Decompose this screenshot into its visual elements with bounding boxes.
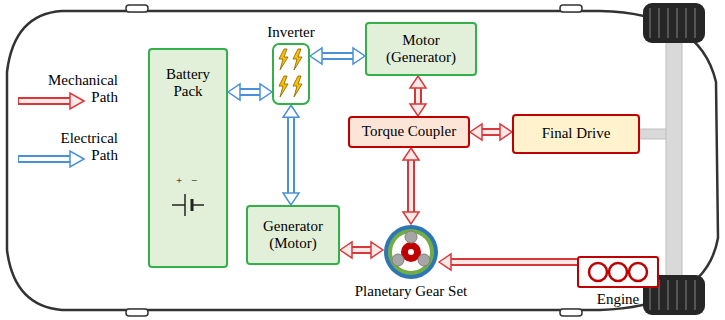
mechanical-path-sample — [18, 93, 84, 109]
torque-coupler-box: Torque Coupler — [348, 116, 470, 148]
arrow-head — [403, 148, 419, 160]
planetary-gear-set: Planetary Gear Set — [346, 224, 476, 300]
arrow-shaft-fill — [409, 154, 413, 218]
mirror — [126, 309, 148, 316]
switch-symbol — [274, 45, 308, 103]
mechanical-path-arrow — [340, 242, 383, 258]
mechanical-path-arrow — [439, 254, 577, 270]
tread-line — [694, 280, 696, 310]
inverter-block-shape — [272, 43, 310, 105]
arrow-head — [283, 105, 299, 117]
arrow-head — [371, 242, 383, 258]
inverter-block: Inverter — [256, 24, 326, 105]
polarity-sign: + — [176, 175, 182, 186]
node-label: Planetary Gear Set — [355, 283, 467, 300]
arrow-head — [410, 104, 426, 116]
polarity-sign: − — [191, 175, 197, 186]
planetary-gear-set-shape — [383, 224, 439, 280]
car-body — [7, 11, 718, 310]
tread-line — [667, 8, 669, 38]
engine-block-shape — [577, 256, 659, 288]
engine-block: Engine — [575, 256, 661, 308]
arrow-head — [260, 84, 272, 100]
electrical-path-arrow — [228, 84, 272, 100]
tread-line — [694, 8, 696, 38]
arrow-shaft — [407, 154, 415, 218]
legend-label: Electrical Path — [46, 130, 118, 165]
tread-line — [649, 8, 651, 38]
node-label: Generator (Motor) — [254, 218, 332, 253]
electrical-path-arrow — [310, 48, 365, 64]
node-label: Motor (Generator) — [379, 32, 463, 67]
electrical-path-sample — [18, 151, 84, 167]
generator-box: Generator (Motor) — [246, 205, 340, 265]
arrow-shaft — [287, 111, 295, 199]
tread-line — [676, 8, 678, 38]
final-drive-box: Final Drive — [512, 114, 640, 154]
arrow-head — [283, 193, 299, 205]
tread-line — [685, 280, 687, 310]
mirror — [560, 309, 582, 316]
cylinder-symbol — [579, 258, 657, 286]
node-label: Battery Pack — [156, 66, 220, 101]
arrow-head — [340, 242, 352, 258]
arrow-shaft-fill — [289, 111, 293, 199]
wheel — [643, 3, 705, 43]
mechanical-path-arrow — [470, 124, 512, 140]
arrow-shaft — [445, 258, 577, 266]
node-label: Inverter — [267, 24, 314, 41]
rear-axle — [666, 40, 682, 278]
arrow-shaft-fill — [445, 260, 577, 264]
legend-label: Mechanical Path — [46, 72, 118, 107]
arrow-head — [353, 48, 365, 64]
battery-symbol — [168, 190, 208, 220]
arrow-head — [310, 48, 322, 64]
arrow-head — [470, 124, 482, 140]
tread-line — [658, 8, 660, 38]
mirror — [126, 5, 148, 12]
node-label: Final Drive — [542, 125, 611, 142]
electrical-path-arrow — [283, 105, 299, 205]
battery-pack-box: Battery Pack — [148, 48, 228, 268]
tread-line — [676, 280, 678, 310]
node-label: Engine — [597, 291, 640, 308]
arrow-head — [228, 84, 240, 100]
arrow-head — [500, 124, 512, 140]
mechanical-path-arrow — [410, 76, 426, 116]
arrow-head — [439, 254, 451, 270]
mechanical-path-arrow — [403, 148, 419, 224]
tread-line — [685, 8, 687, 38]
mirror — [560, 5, 582, 12]
arrow-head — [403, 212, 419, 224]
node-label: Torque Coupler — [362, 123, 456, 140]
motor-box: Motor (Generator) — [365, 22, 477, 76]
arrow-head — [410, 76, 426, 88]
tread-line — [667, 280, 669, 310]
planetary-gear-symbol — [383, 224, 439, 280]
